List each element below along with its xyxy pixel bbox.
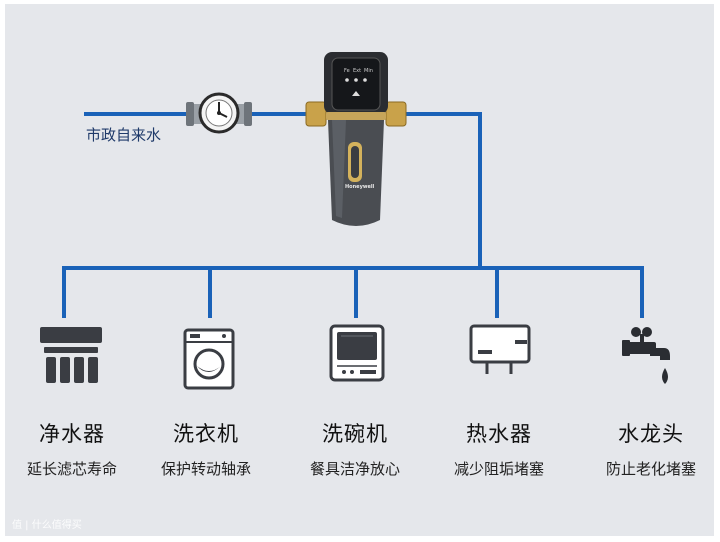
pre-filter-icon: Fe Ext Min Honeywell [305, 52, 407, 226]
distribution-pipe [62, 266, 644, 318]
display-label-fe: Fe [344, 68, 350, 74]
faucet-icon [622, 327, 670, 384]
appliance-name-faucet: 水龙头 [618, 422, 684, 446]
supply-pipe [84, 112, 482, 268]
water-meter-icon [186, 92, 252, 134]
appliance-name-dishwasher: 洗碗机 [322, 422, 388, 446]
filter-brand: Honeywell [345, 184, 375, 190]
source-label: 市政自来水 [86, 126, 162, 144]
appliance-benefit-heater: 减少阻垢堵塞 [453, 460, 545, 478]
appliance-benefit-dishwasher: 餐具洁净放心 [309, 460, 401, 478]
appliance-benefit-purifier: 延长滤芯寿命 [26, 460, 118, 478]
appliance-benefit-faucet: 防止老化堵塞 [605, 460, 697, 478]
display-label-min: Min [364, 68, 373, 74]
washing-machine-icon [183, 328, 235, 390]
water-heater-icon [469, 324, 531, 374]
appliance-name-heater: 热水器 [466, 422, 532, 446]
appliance-name-purifier: 净水器 [39, 422, 105, 446]
dishwasher-icon [329, 324, 385, 382]
appliance-name-washer: 洗衣机 [173, 422, 239, 446]
water-purifier-icon [40, 327, 102, 383]
appliance-benefit-washer: 保护转动轴承 [160, 460, 252, 478]
display-label-ext: Ext [353, 68, 361, 74]
watermark: 值 | 什么值得买 [12, 520, 82, 531]
